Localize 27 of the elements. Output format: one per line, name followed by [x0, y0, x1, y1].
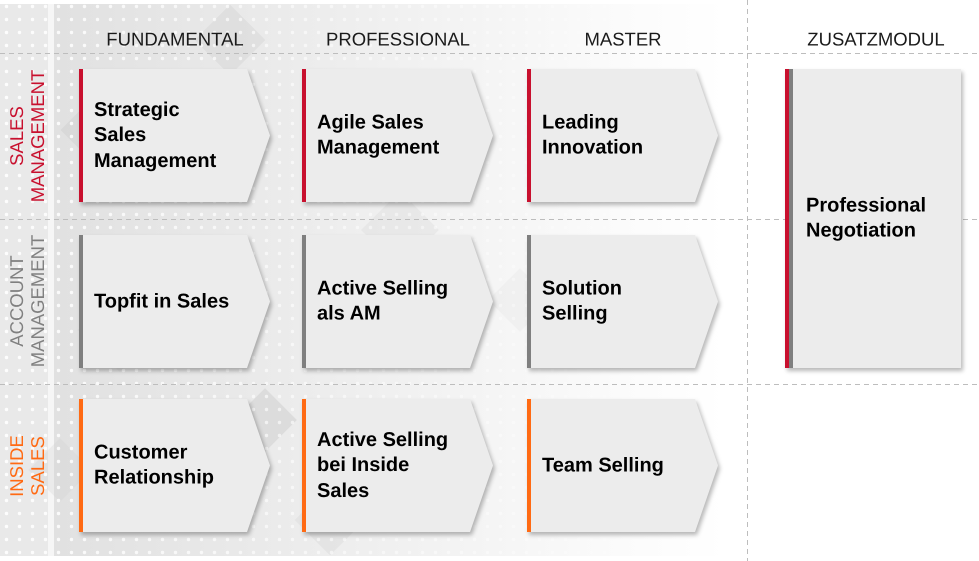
module-title: Active Selling als AM	[317, 276, 450, 326]
row-label: INSIDE SALES	[6, 434, 48, 499]
module-panel	[785, 69, 961, 368]
chevron-shape	[79, 69, 270, 202]
row-label: ACCOUNT MANAGEMENT	[6, 234, 48, 370]
column-header: PROFESSIONAL	[326, 28, 470, 50]
chevron-shape	[527, 69, 718, 202]
module-title: Active Selling bei Inside Sales	[317, 427, 450, 504]
module-title: Solution Selling	[542, 276, 623, 326]
column-header: ZUSATZMODUL	[807, 28, 945, 50]
chevron-shape	[79, 235, 270, 368]
module-title: Topfit in Sales	[94, 288, 230, 314]
chevron-shape	[527, 235, 718, 368]
row-label: SALES MANAGEMENT	[6, 68, 48, 204]
chevron-shape	[79, 399, 270, 532]
module-title: Professional Negotiation	[806, 193, 928, 244]
chevron-shape	[302, 235, 493, 368]
column-header: MASTER	[584, 28, 662, 50]
module-title: Strategic Sales Management	[94, 97, 218, 174]
chevron-shape	[302, 399, 493, 532]
module-title: Team Selling	[542, 452, 664, 478]
module-title: Agile Sales Management	[317, 110, 440, 160]
chevron-shape	[527, 399, 718, 532]
column-header: FUNDAMENTAL	[106, 28, 244, 50]
chevron-shape	[302, 69, 493, 202]
module-title: Leading Innovation	[542, 110, 644, 160]
module-title: Customer Relationship	[94, 440, 216, 490]
